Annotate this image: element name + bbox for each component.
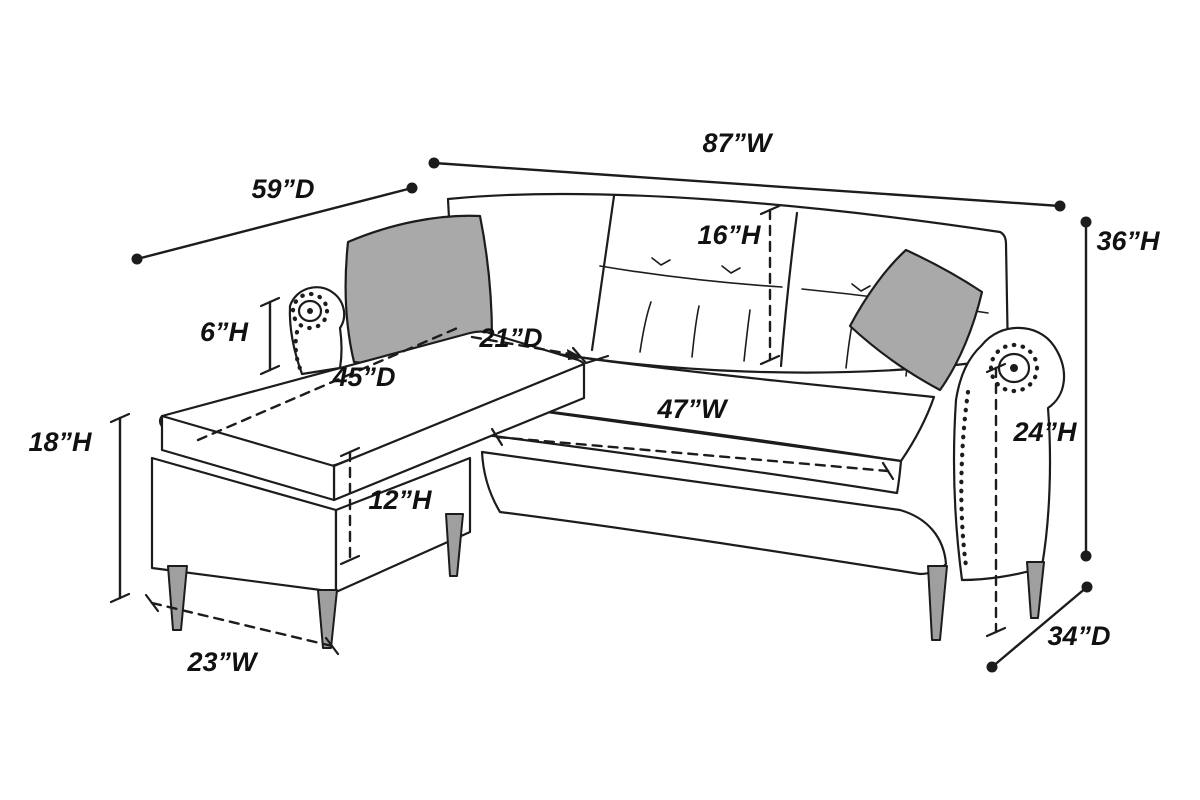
right-arm [952, 326, 1066, 582]
back-seam-right [779, 211, 799, 368]
chaise-cushion [159, 330, 586, 502]
dim-label-47w: 47”W [656, 394, 729, 424]
sofa-illustration [150, 192, 1066, 649]
dim-label-59d: 59”D [251, 174, 314, 204]
back-pleat [691, 305, 700, 358]
dim-endpoint [1081, 581, 1093, 593]
dim-endpoint [428, 157, 440, 169]
leg-chaise-right [317, 589, 338, 649]
back-tuft-mark [721, 265, 741, 274]
dim-endpoint [1080, 550, 1092, 562]
dim-arm-rise-height: 6”H [200, 296, 281, 376]
leg-front-left [167, 565, 188, 631]
leg-front-right [927, 565, 948, 641]
seat-chaise-seam [571, 346, 610, 365]
sofa-base [150, 450, 948, 594]
dim-label-12h: 12”H [368, 485, 432, 515]
dim-label-21d: 21”D [478, 323, 542, 353]
chaise-base-side [334, 456, 472, 594]
left-arm [288, 286, 346, 376]
left-arm-nailhead-trim [293, 329, 304, 374]
right-arm-scroll [997, 352, 1031, 384]
back-tuft-crease-middle [599, 265, 783, 288]
back-tuft-mark [651, 257, 671, 266]
dim-label-87w: 87”W [702, 128, 774, 158]
pillow-right [848, 248, 984, 392]
right-arm-scroll-button [1010, 364, 1018, 372]
dim-overall-depth: 59”D [131, 174, 418, 265]
back-pleat [639, 301, 652, 353]
dim-endpoint [986, 661, 998, 673]
dim-label-16h: 16”H [697, 220, 761, 250]
dim-seat-height: 18”H [28, 412, 131, 604]
dim-sofa-depth: 34”D [986, 581, 1111, 673]
back-seam-left [590, 194, 616, 352]
dim-label-45d: 45”D [331, 362, 395, 392]
dim-arrowhead [567, 349, 584, 360]
leg-center [445, 513, 464, 577]
dim-seat-width: 47”W [490, 394, 895, 481]
dim-label-23w: 23”W [186, 647, 259, 677]
dim-label-24h: 24”H [1012, 417, 1077, 447]
dim-label-18h: 18”H [28, 427, 92, 457]
dim-endpoint [1054, 200, 1066, 212]
dim-endpoint [406, 182, 418, 194]
dim-back-cushion-height: 16”H [697, 204, 781, 366]
dim-base-height: 12”H [339, 446, 432, 566]
dim-chaise-depth: 45”D [196, 324, 464, 442]
back-pleat [743, 309, 751, 362]
left-arm-nailhead-trim [290, 291, 330, 331]
right-arm-nailhead-trim [988, 342, 1040, 394]
left-arm-scroll-button [307, 308, 313, 314]
dim-overall-height: 36”H [1080, 216, 1160, 562]
legs [167, 513, 1045, 649]
dim-label-36h: 36”H [1096, 226, 1160, 256]
right-arm-body [952, 326, 1066, 582]
left-arm-scroll [297, 299, 323, 323]
right-arm-nailhead-trim [959, 389, 971, 569]
dim-endpoint [1080, 216, 1092, 228]
back-tuft-mark [851, 283, 871, 292]
dim-label-34d: 34”D [1047, 621, 1110, 651]
dim-label-6h: 6”H [200, 317, 249, 347]
dim-seat-depth: 21”D [470, 323, 584, 360]
leg-back-right [1026, 561, 1045, 619]
dim-overall-width: 87”W [428, 128, 1066, 212]
dim-arm-height: 24”H [985, 362, 1077, 638]
dim-chaise-width: 23”W [144, 593, 340, 677]
dim-endpoint [131, 253, 143, 265]
